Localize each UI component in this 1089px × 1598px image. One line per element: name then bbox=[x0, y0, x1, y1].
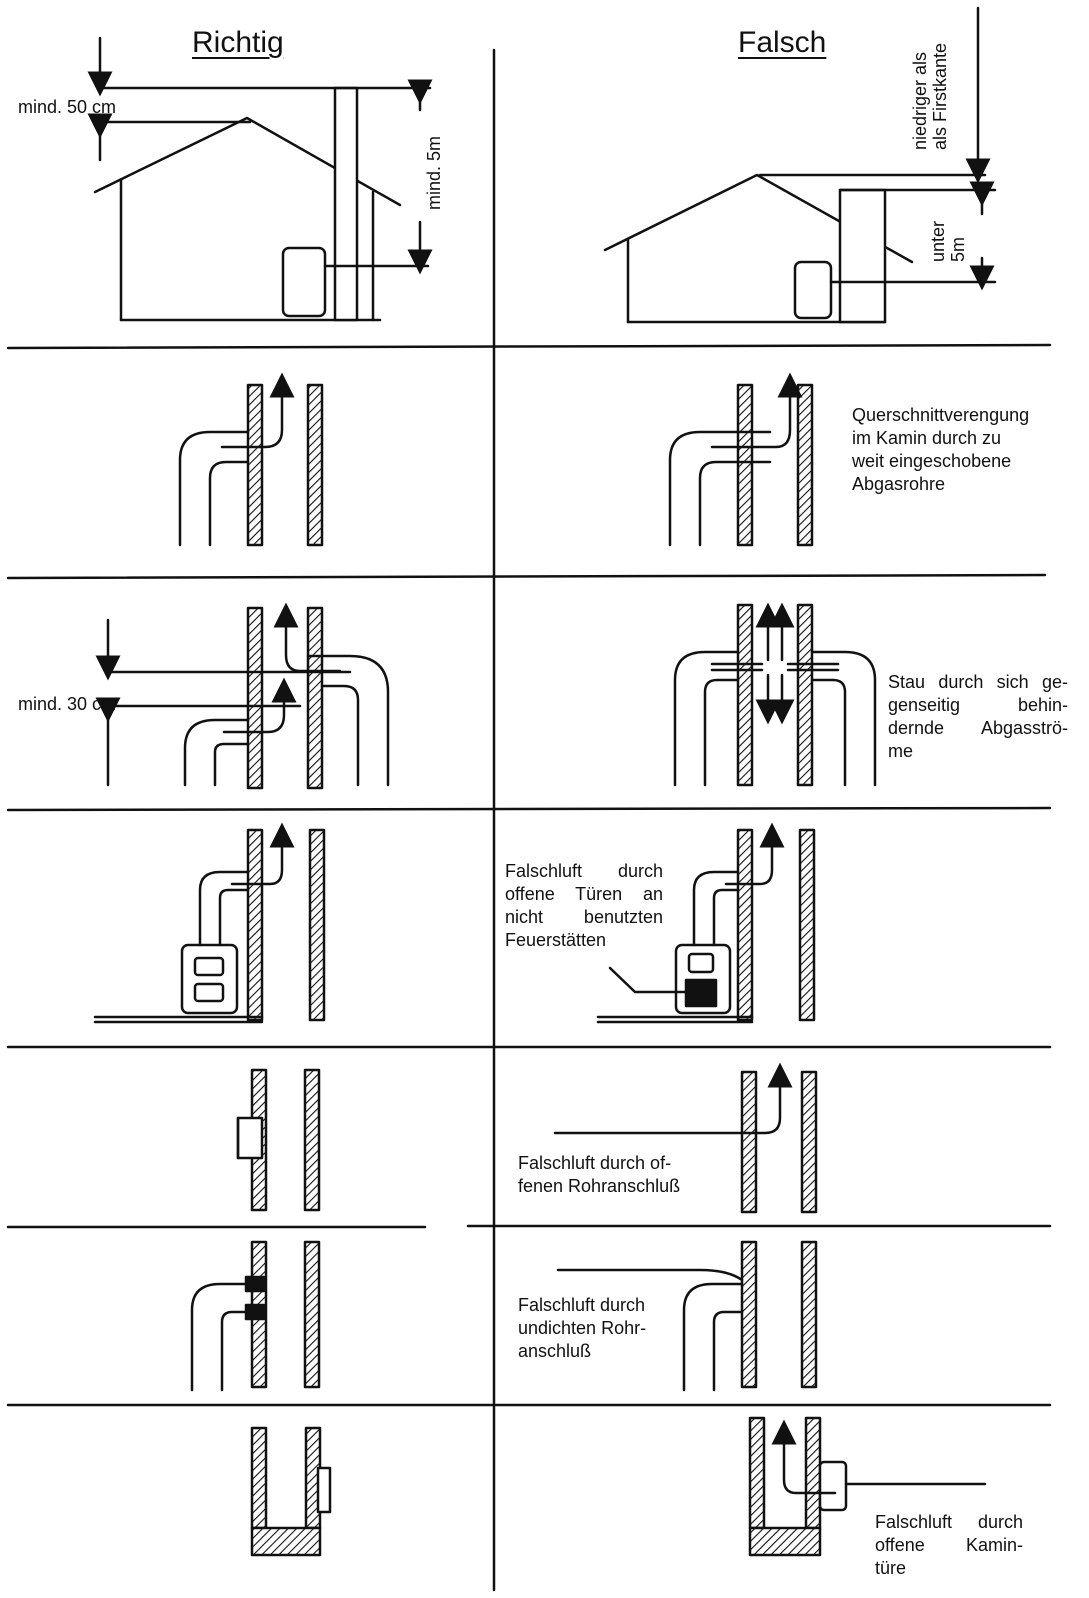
label-min-5m: mind. 5m bbox=[424, 135, 444, 210]
label-open-door-chimney: Falschluft durch offene Kamin- türe bbox=[875, 1512, 1023, 1578]
chimney-wrong bbox=[838, 188, 887, 324]
chimney-base-wrong bbox=[748, 1416, 987, 1557]
flue-wrong-row5 bbox=[553, 1062, 818, 1214]
stove-correct bbox=[281, 246, 327, 318]
label-min-30cm: mind. 30 cm bbox=[18, 694, 117, 714]
flue-wrong-row3 bbox=[673, 602, 877, 787]
chimney-base-correct bbox=[250, 1426, 332, 1557]
label-min-50cm: mind. 50 cm bbox=[18, 97, 117, 117]
house-wrong bbox=[603, 6, 997, 324]
header-wrong: Falsch bbox=[738, 26, 827, 59]
label-leaky-pipe: Falschluft durch undichten Rohr- anschlu… bbox=[518, 1295, 647, 1361]
stove-correct-row4 bbox=[93, 822, 326, 1024]
stove-wrong-row4 bbox=[596, 822, 816, 1024]
flue-correct-row5 bbox=[236, 1068, 321, 1212]
flue-correct-row6 bbox=[190, 1240, 321, 1392]
label-lower-than-ridge: niedriger als als Firstkante bbox=[910, 42, 950, 150]
label-open-pipe: Falschluft durch of- fenen Rohranschluß bbox=[518, 1153, 681, 1196]
house-correct bbox=[87, 36, 433, 322]
label-jam: Stau durch sich ge- genseitig behin- der… bbox=[888, 672, 1068, 761]
label-cross-section: Querschnittverengung im Kamin durch zu w… bbox=[852, 405, 1030, 494]
flue-wrong-row2 bbox=[668, 372, 814, 547]
header-correct: Richtig bbox=[192, 26, 284, 59]
label-under-5m: unter 5m bbox=[928, 220, 968, 262]
flue-correct-row3 bbox=[95, 602, 390, 790]
stove-wrong bbox=[793, 260, 833, 320]
chimney-correct bbox=[333, 86, 359, 322]
grid-lines bbox=[6, 48, 1052, 1592]
flue-wrong-row6 bbox=[556, 1240, 818, 1392]
flue-correct-row2 bbox=[178, 372, 324, 547]
label-open-doors: Falschluft durch offene Türen an nicht b… bbox=[505, 861, 663, 950]
